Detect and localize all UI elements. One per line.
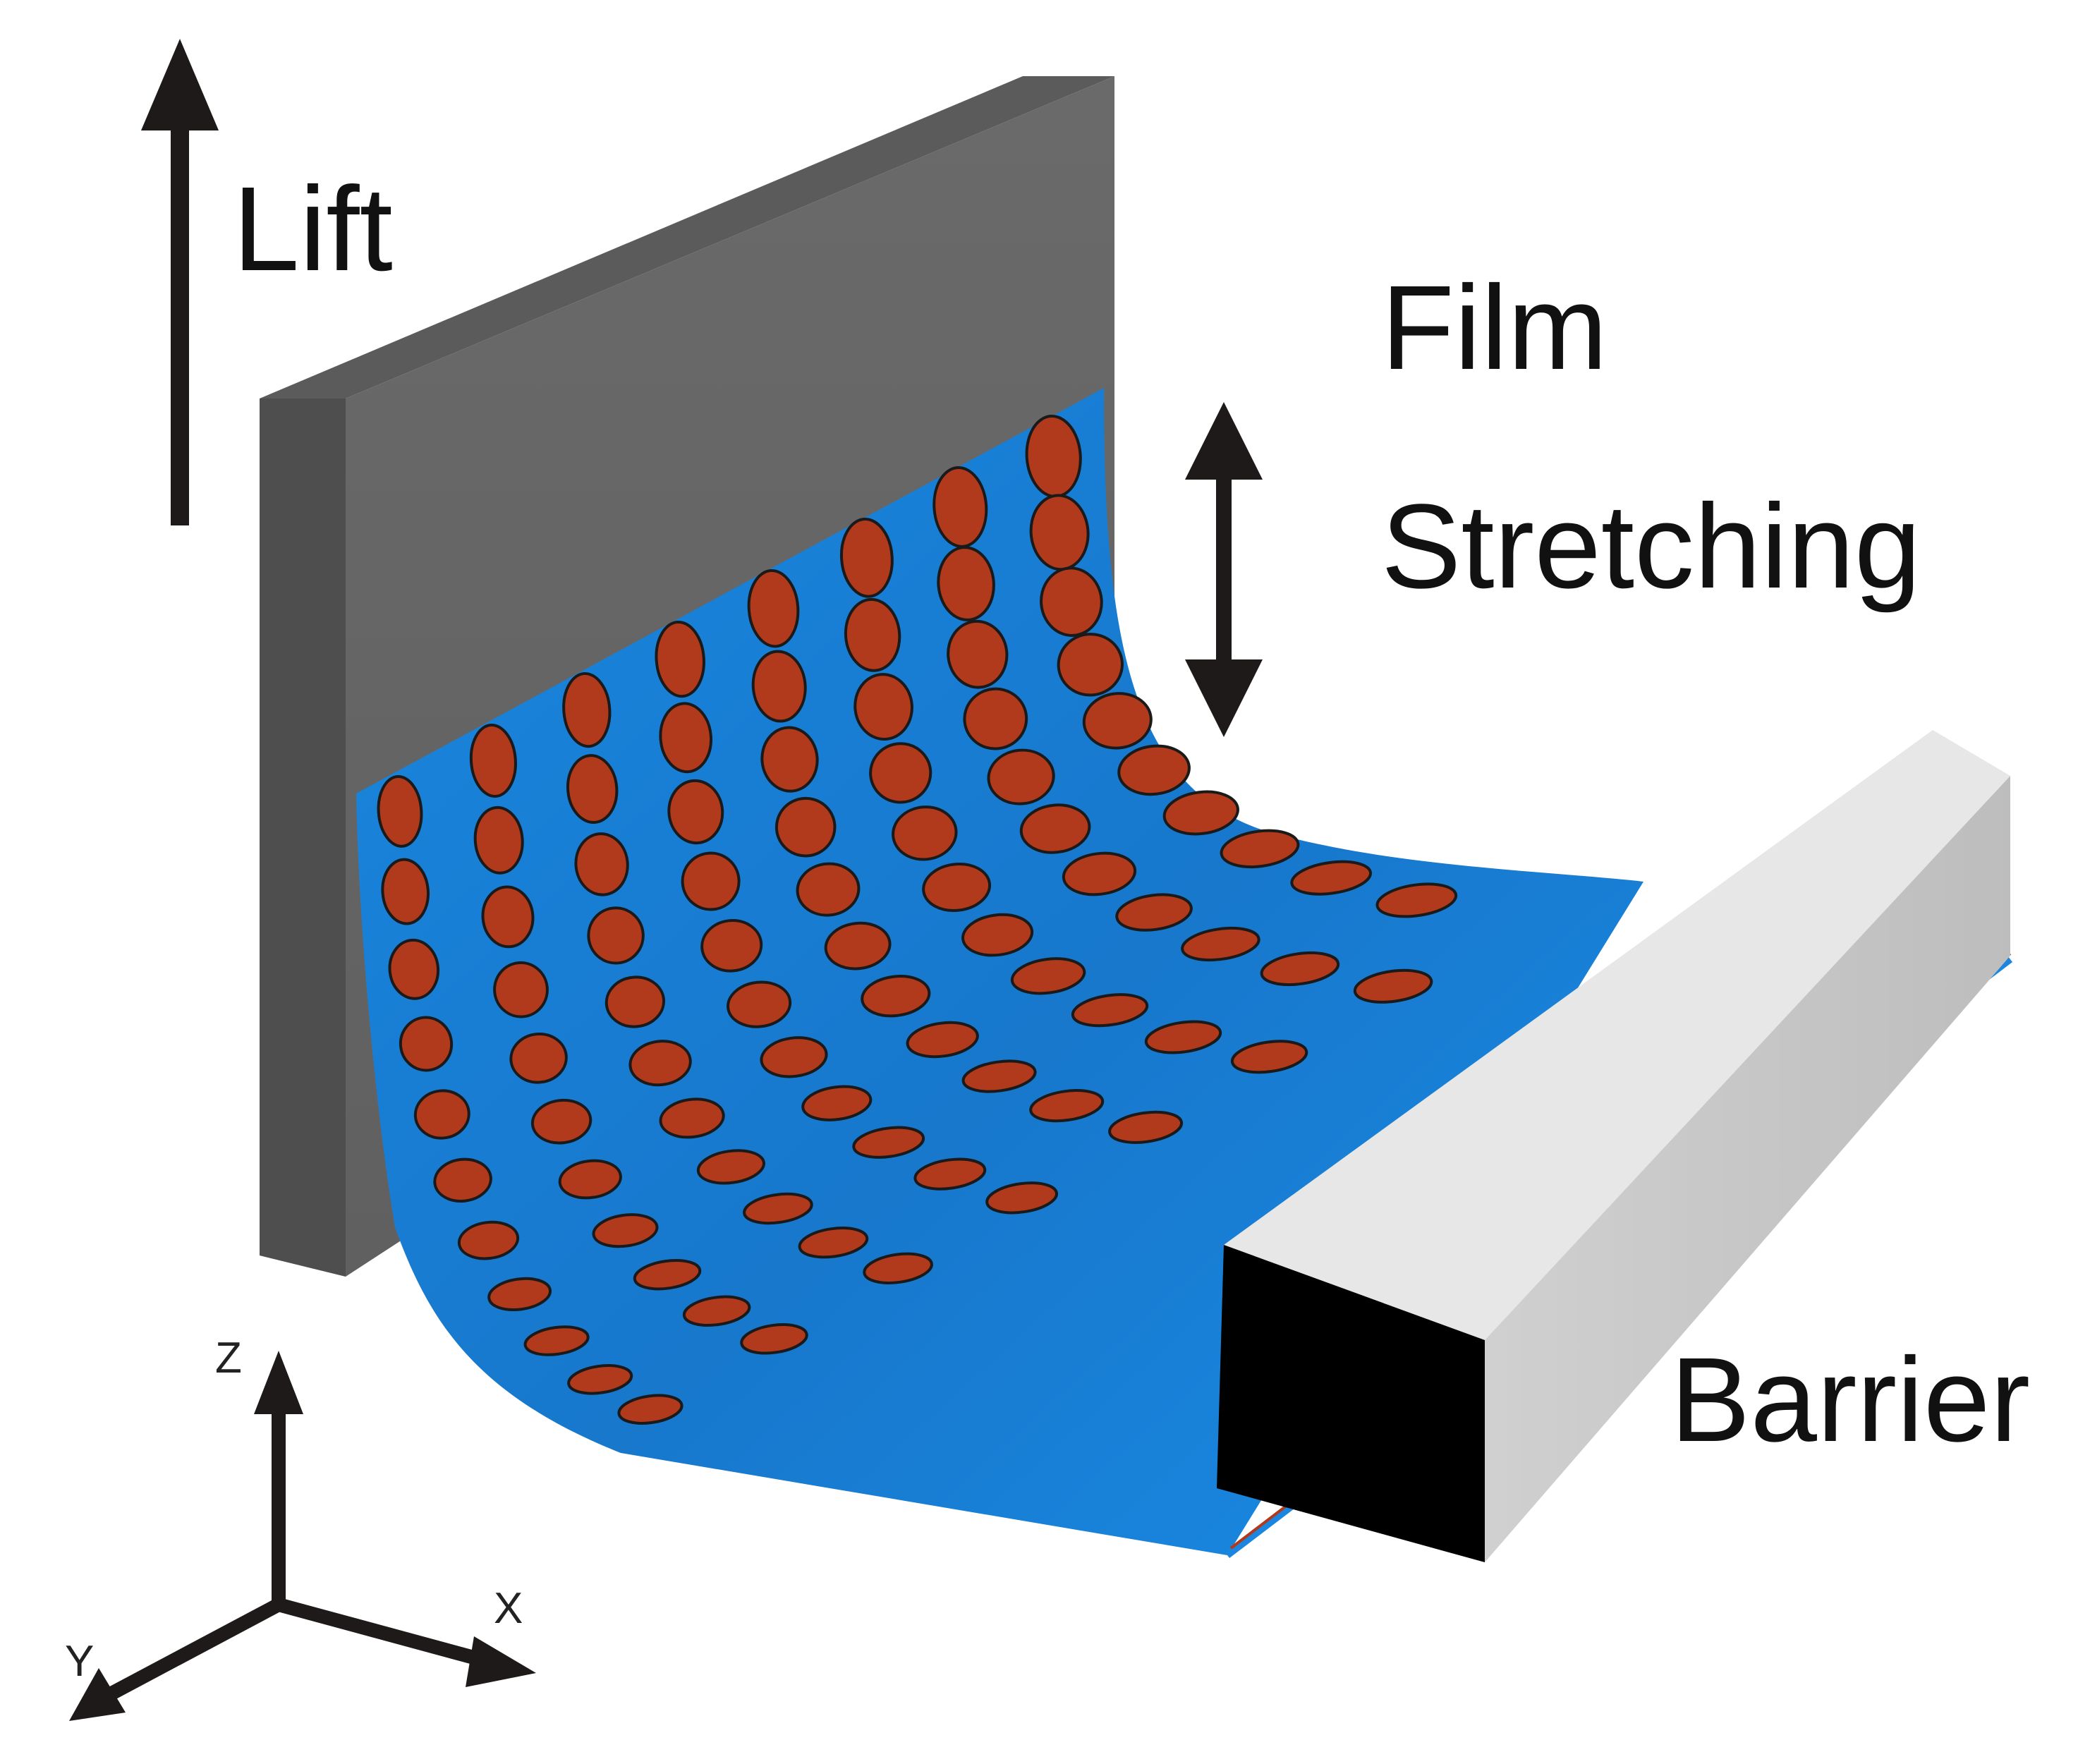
stretching-arrow: [1185, 402, 1263, 737]
x-axis-label: X: [494, 1587, 523, 1631]
film-label: Film: [1381, 268, 1608, 388]
stretching-label: Stretching: [1381, 487, 1921, 607]
barrier-label: Barrier: [1670, 1340, 2030, 1460]
coordinate-axes: [69, 1351, 536, 1721]
z-axis-label: Z: [215, 1337, 242, 1380]
lift-arrow: [141, 39, 219, 525]
plate-side-face: [260, 399, 346, 1277]
y-axis-label: Y: [65, 1640, 94, 1684]
lift-label: Lift: [233, 169, 393, 289]
